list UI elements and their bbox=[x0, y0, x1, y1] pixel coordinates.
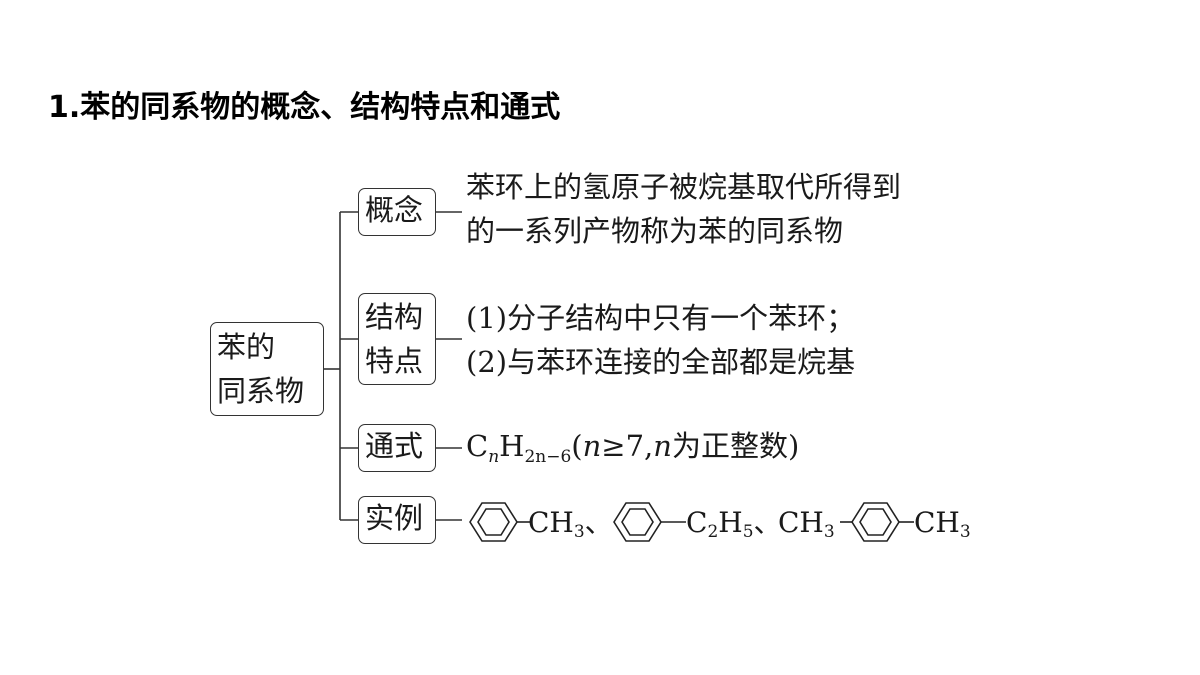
branch-label-structure-2: 特点 bbox=[365, 344, 424, 378]
structure-line-2: (2)与苯环连接的全部都是烷基 bbox=[466, 345, 856, 379]
root-line-2: 同系物 bbox=[217, 374, 305, 408]
example-sep-2: 、 bbox=[754, 506, 782, 539]
branch-node-formula: 通式 bbox=[358, 424, 436, 472]
example-1-sub: 3 bbox=[574, 522, 585, 542]
concept-line-2: 的一系列产物称为苯的同系物 bbox=[466, 214, 844, 248]
branch-label-concept: 概念 bbox=[365, 193, 424, 227]
svg-text:C2H5、: C2H5、 bbox=[686, 506, 782, 542]
benzene-ring-icon bbox=[613, 502, 662, 542]
branch-label-formula: 通式 bbox=[365, 429, 424, 463]
benzene-ring-icon bbox=[469, 502, 518, 542]
branch-node-structure: 结构 特点 bbox=[358, 293, 436, 385]
benzene-ring-icon bbox=[851, 502, 900, 542]
svg-text:CH3、: CH3、 bbox=[528, 506, 613, 542]
svg-text:CH3: CH3 bbox=[778, 506, 835, 542]
branch-label-structure-1: 结构 bbox=[365, 300, 424, 334]
svg-text:CH3: CH3 bbox=[914, 506, 971, 542]
concept-description: 苯环上的氢原子被烷基取代所得到 的一系列产物称为苯的同系物 bbox=[466, 165, 901, 253]
root-node: 苯的 同系物 bbox=[210, 322, 324, 416]
structure-line-1: (1)分子结构中只有一个苯环； bbox=[466, 301, 856, 335]
example-1-ch: CH bbox=[528, 506, 574, 539]
example-2-c: C bbox=[686, 506, 707, 539]
branch-node-examples: 实例 bbox=[358, 496, 436, 544]
example-2-h: H bbox=[718, 506, 742, 539]
page-title: 1.苯的同系物的概念、结构特点和通式 bbox=[48, 90, 561, 125]
example-sep-1: 、 bbox=[585, 506, 613, 539]
example-3-left-ch: CH bbox=[778, 506, 824, 539]
branch-label-examples: 实例 bbox=[365, 501, 424, 535]
example-3-right-ch: CH bbox=[914, 506, 960, 539]
structure-description: (1)分子结构中只有一个苯环； (2)与苯环连接的全部都是烷基 bbox=[466, 296, 855, 384]
branch-node-concept: 概念 bbox=[358, 188, 436, 236]
general-formula: CnH2n−6(n≥7,n为正整数) bbox=[466, 429, 800, 467]
formula-subscript: 2n−6 bbox=[524, 447, 572, 467]
root-line-1: 苯的 bbox=[217, 330, 276, 364]
concept-line-1: 苯环上的氢原子被烷基取代所得到 bbox=[466, 170, 902, 204]
